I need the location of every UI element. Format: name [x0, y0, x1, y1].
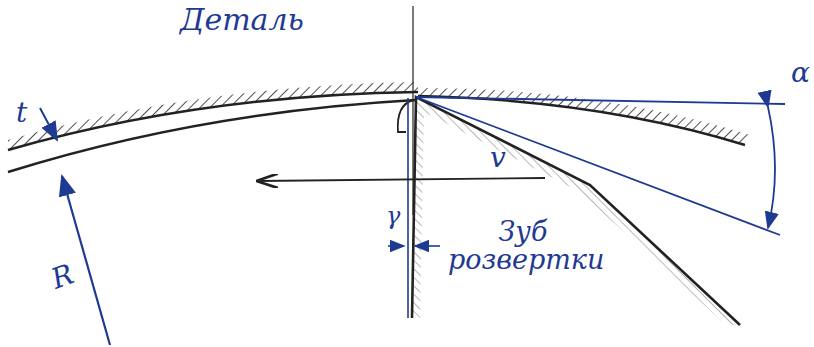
velocity-label: v: [490, 143, 506, 172]
clearance-angle-label: α: [791, 58, 810, 87]
rake-angle-label: γ: [386, 204, 400, 229]
part-label: Деталь: [180, 4, 304, 36]
tooth-label: Зуб розвертки: [448, 218, 598, 275]
depth-label: t: [16, 98, 27, 127]
radius-label: R: [48, 259, 78, 294]
